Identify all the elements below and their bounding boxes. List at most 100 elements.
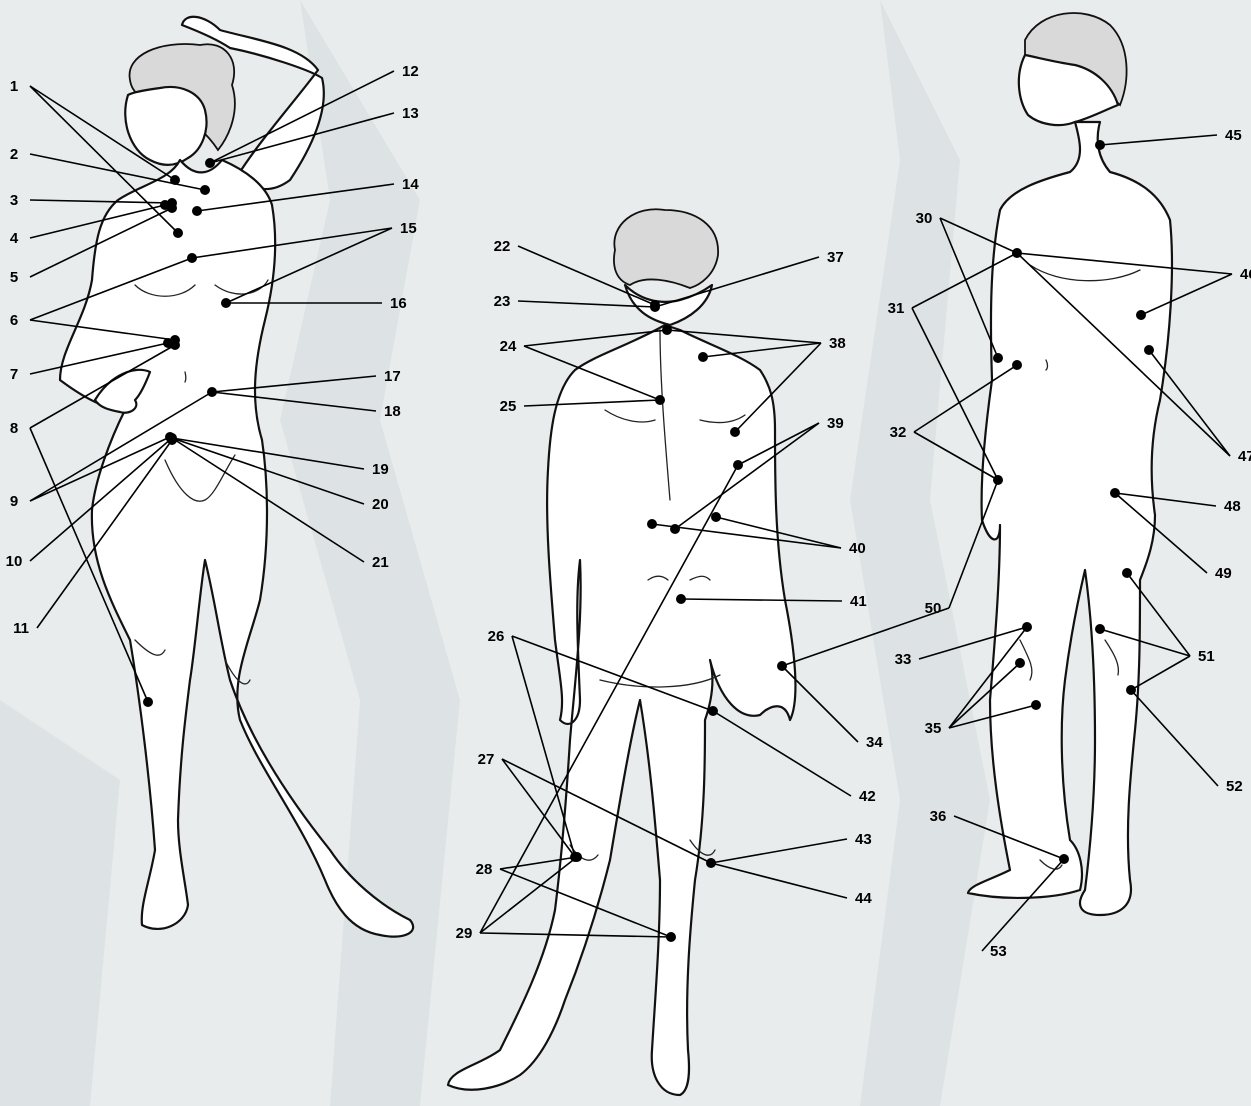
marker-dot	[733, 460, 743, 470]
marker-dot	[187, 253, 197, 263]
label-25: 25	[500, 398, 517, 415]
label-34: 34	[866, 734, 883, 751]
marker-dot	[662, 325, 672, 335]
label-20: 20	[372, 496, 389, 513]
label-16: 16	[390, 295, 407, 312]
leader-line-45	[1100, 135, 1217, 145]
marker-dot	[1031, 700, 1041, 710]
marker-dot	[192, 206, 202, 216]
label-14: 14	[402, 176, 419, 193]
label-29: 29	[456, 925, 473, 942]
marker-dot	[993, 353, 1003, 363]
leader-line-44	[711, 863, 847, 898]
label-8: 8	[10, 420, 18, 437]
marker-dot	[167, 435, 177, 445]
label-37: 37	[827, 249, 844, 266]
label-32: 32	[890, 424, 907, 441]
label-48: 48	[1224, 498, 1241, 515]
label-21: 21	[372, 554, 389, 571]
marker-dot	[777, 661, 787, 671]
marker-dot	[698, 352, 708, 362]
marker-dot	[1110, 488, 1120, 498]
label-47: 47	[1238, 448, 1251, 465]
marker-dot	[666, 932, 676, 942]
label-42: 42	[859, 788, 876, 805]
label-22: 22	[494, 238, 511, 255]
label-49: 49	[1215, 565, 1232, 582]
marker-dot	[1095, 140, 1105, 150]
label-19: 19	[372, 461, 389, 478]
marker-dot	[708, 706, 718, 716]
label-53: 53	[990, 943, 1007, 960]
label-3: 3	[10, 192, 18, 209]
marker-dot	[167, 203, 177, 213]
label-33: 33	[895, 651, 912, 668]
label-41: 41	[850, 593, 867, 610]
marker-dot	[993, 475, 1003, 485]
label-50: 50	[925, 600, 942, 617]
marker-dot	[670, 524, 680, 534]
marker-dot	[1136, 310, 1146, 320]
marker-dot	[676, 594, 686, 604]
marker-dot	[170, 175, 180, 185]
label-35: 35	[925, 720, 942, 737]
marker-dot	[1022, 622, 1032, 632]
leader-line-42	[713, 711, 851, 796]
marker-dot	[1126, 685, 1136, 695]
label-15: 15	[400, 220, 417, 237]
marker-dot	[1015, 658, 1025, 668]
label-52: 52	[1226, 778, 1243, 795]
marker-dot	[1144, 345, 1154, 355]
label-17: 17	[384, 368, 401, 385]
label-11: 11	[13, 620, 29, 637]
label-24: 24	[500, 338, 517, 355]
label-1: 1	[10, 78, 18, 95]
marker-dot	[143, 697, 153, 707]
marker-dot	[205, 158, 215, 168]
marker-dot	[173, 228, 183, 238]
leader-line-52	[1131, 690, 1218, 786]
label-2: 2	[10, 146, 18, 163]
male-side-figure	[968, 13, 1172, 915]
marker-dot	[1012, 360, 1022, 370]
label-44: 44	[855, 890, 872, 907]
marker-dot	[655, 395, 665, 405]
label-51: 51	[1198, 648, 1215, 665]
marker-dot	[711, 512, 721, 522]
label-30: 30	[916, 210, 933, 227]
label-7: 7	[10, 366, 18, 383]
marker-dot	[647, 519, 657, 529]
marker-dot	[1095, 624, 1105, 634]
label-36: 36	[930, 808, 947, 825]
label-23: 23	[494, 293, 511, 310]
marker-dot	[730, 427, 740, 437]
marker-dot	[1012, 248, 1022, 258]
label-10: 10	[6, 553, 23, 570]
label-31: 31	[888, 300, 905, 317]
leader-line-47	[1149, 350, 1230, 456]
leader-line-27	[502, 759, 575, 857]
marker-dot	[650, 302, 660, 312]
marker-dot	[572, 852, 582, 862]
leader-line-43	[711, 839, 847, 863]
label-13: 13	[402, 105, 419, 122]
label-6: 6	[10, 312, 18, 329]
marker-dot	[1059, 854, 1069, 864]
label-45: 45	[1225, 127, 1242, 144]
label-38: 38	[829, 335, 846, 352]
label-18: 18	[384, 403, 401, 420]
label-26: 26	[488, 628, 505, 645]
marker-dot	[706, 858, 716, 868]
label-9: 9	[10, 493, 18, 510]
label-39: 39	[827, 415, 844, 432]
label-27: 27	[478, 751, 495, 768]
label-28: 28	[476, 861, 493, 878]
marker-dot	[221, 298, 231, 308]
marker-dot	[1122, 568, 1132, 578]
marker-dot	[200, 185, 210, 195]
label-40: 40	[849, 540, 866, 557]
label-4: 4	[10, 230, 19, 247]
leader-line-50	[949, 480, 998, 608]
